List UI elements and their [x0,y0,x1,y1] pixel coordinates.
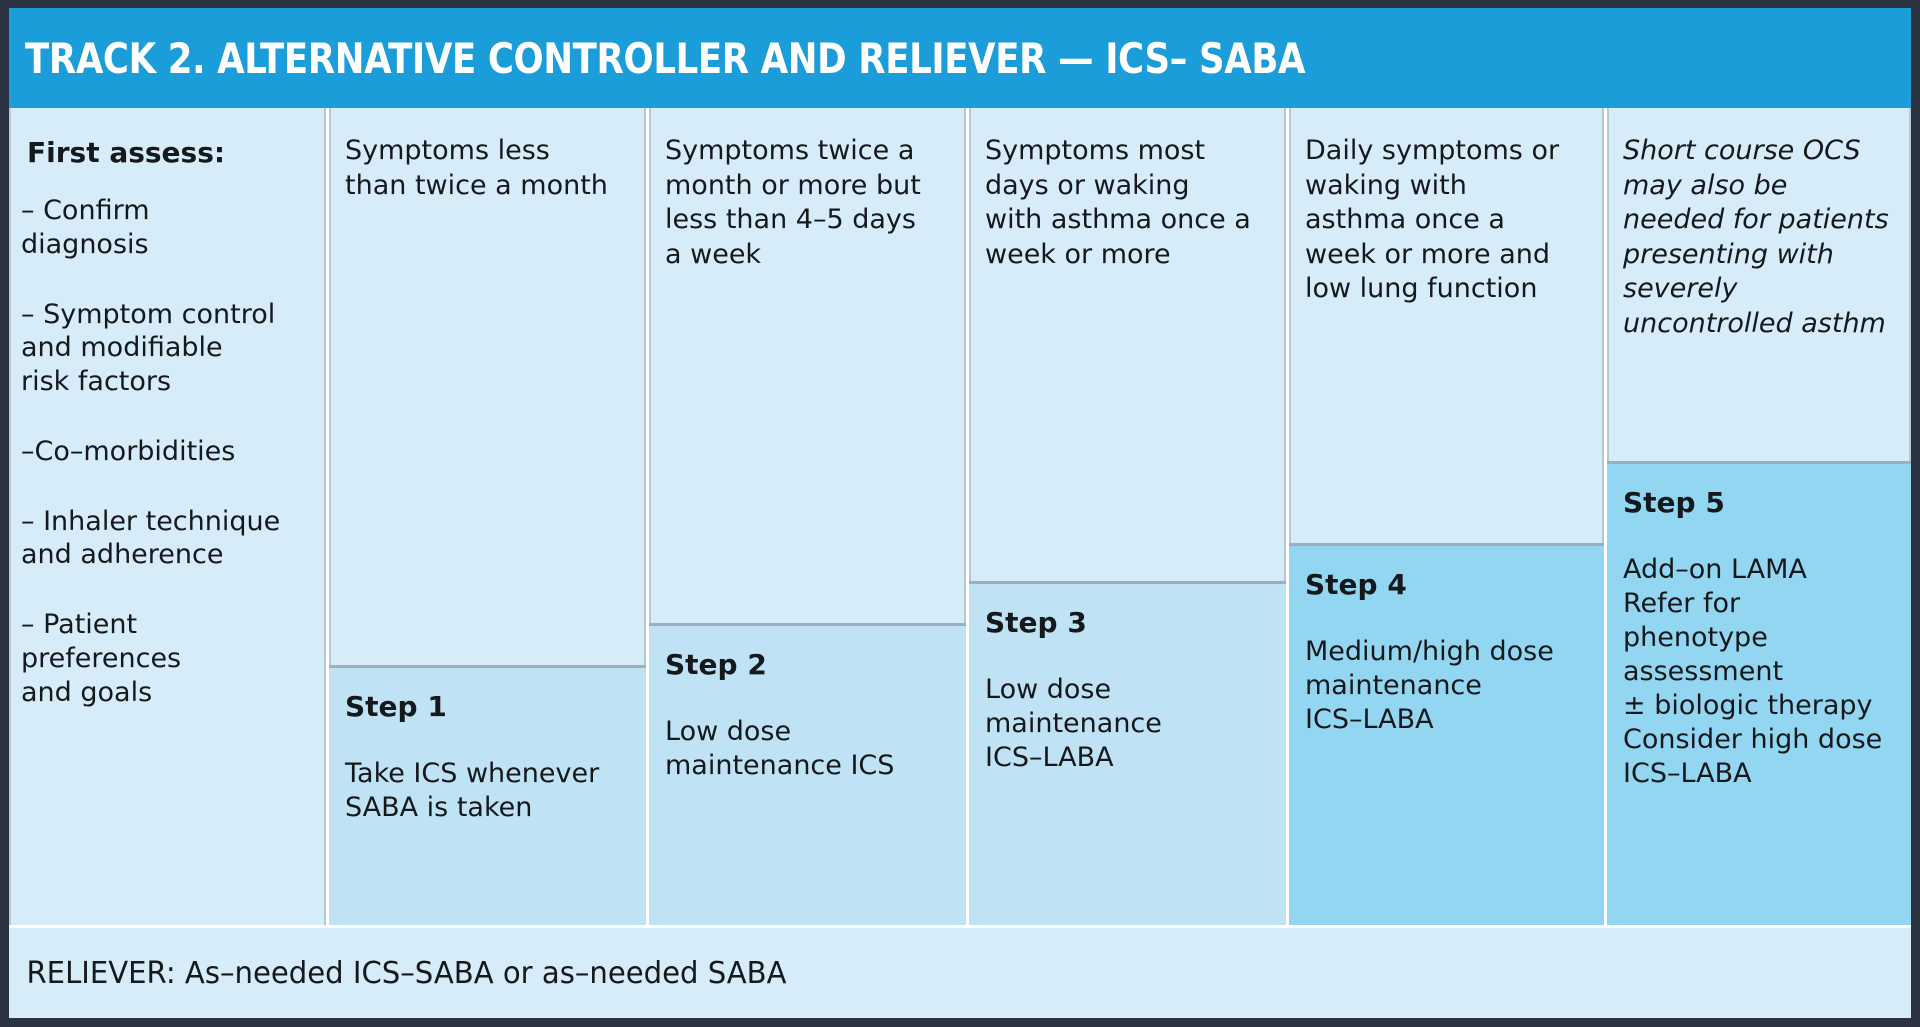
steps-board: First assess: – Confirm diagnosis – Symp… [9,108,1911,925]
column-step-2: Symptoms twice a month or more but less … [649,108,969,925]
step-body: Low dose maintenance ICS–LABA [985,674,1162,774]
step-title: Step 3 [985,606,1087,639]
column-border [329,108,646,925]
reliever-bar: RELIEVER: As–needed ICS–SABA or as–neede… [9,925,1911,1018]
column-first-assess: First assess: – Confirm diagnosis – Symp… [9,108,329,925]
step-body: Take ICS whenever SABA is taken [345,758,600,824]
column-step-4: Daily symptoms or waking with asthma onc… [1289,108,1607,925]
first-assess-list: – Confirm diagnosis – Symptom control an… [21,194,314,745]
list-item: – Confirm diagnosis [21,195,150,260]
step-title: Step 2 [665,648,767,681]
column-border [9,108,326,925]
step-box-3[interactable]: Step 3 Low dose maintenance ICS–LABA [969,581,1286,925]
column-step-5: Short course OCS may also be needed for … [1607,108,1911,925]
step-box-2[interactable]: Step 2 Low dose maintenance ICS [649,623,966,925]
condition-text-step-1: Symptoms less than twice a month [345,135,608,201]
column-border [649,108,966,925]
condition-text-step-4: Daily symptoms or waking with asthma onc… [1305,135,1560,305]
list-item: – Inhaler technique and adherence [21,505,281,571]
step-box-4[interactable]: Step 4 Medium/high dose maintenance ICS–… [1289,543,1604,925]
track-header-bar: TRACK 2. ALTERNATIVE CONTROLLER AND RELI… [9,8,1911,108]
step-body: Low dose maintenance ICS [665,716,895,782]
column-border [1289,108,1604,925]
list-item: – Symptom control and modifiable risk fa… [21,298,276,398]
reliever-text: RELIEVER: As–needed ICS–SABA or as–neede… [26,955,787,991]
step-body: Medium/high dose maintenance ICS–LABA [1305,636,1554,736]
list-item: –Co–morbidities [21,435,236,467]
step-body: Add–on LAMA Refer for phenotype assessme… [1623,554,1883,790]
condition-text-step-2: Symptoms twice a month or more but less … [665,135,921,270]
step-title: Step 5 [1623,486,1725,519]
column-border [969,108,1286,925]
page-title: TRACK 2. ALTERNATIVE CONTROLLER AND RELI… [24,33,1306,83]
column-step-3: Symptoms most days or waking with asthma… [969,108,1289,925]
step-box-5[interactable]: Step 5 Add–on LAMA Refer for phenotype a… [1607,461,1911,925]
condition-text-step-3: Symptoms most days or waking with asthma… [985,135,1251,270]
step-title: Step 4 [1305,568,1407,601]
step-title: Step 1 [345,690,447,723]
column-step-1: Symptoms less than twice a month Step 1 … [329,108,649,925]
list-item: – Patient preferences and goals [21,609,182,708]
step-box-1[interactable]: Step 1 Take ICS whenever SABA is taken [329,665,646,925]
condition-text-step-5: Short course OCS may also be needed for … [1623,135,1889,339]
diagram-frame: TRACK 2. ALTERNATIVE CONTROLLER AND RELI… [9,8,1911,1018]
first-assess-heading: First assess: [27,136,226,169]
